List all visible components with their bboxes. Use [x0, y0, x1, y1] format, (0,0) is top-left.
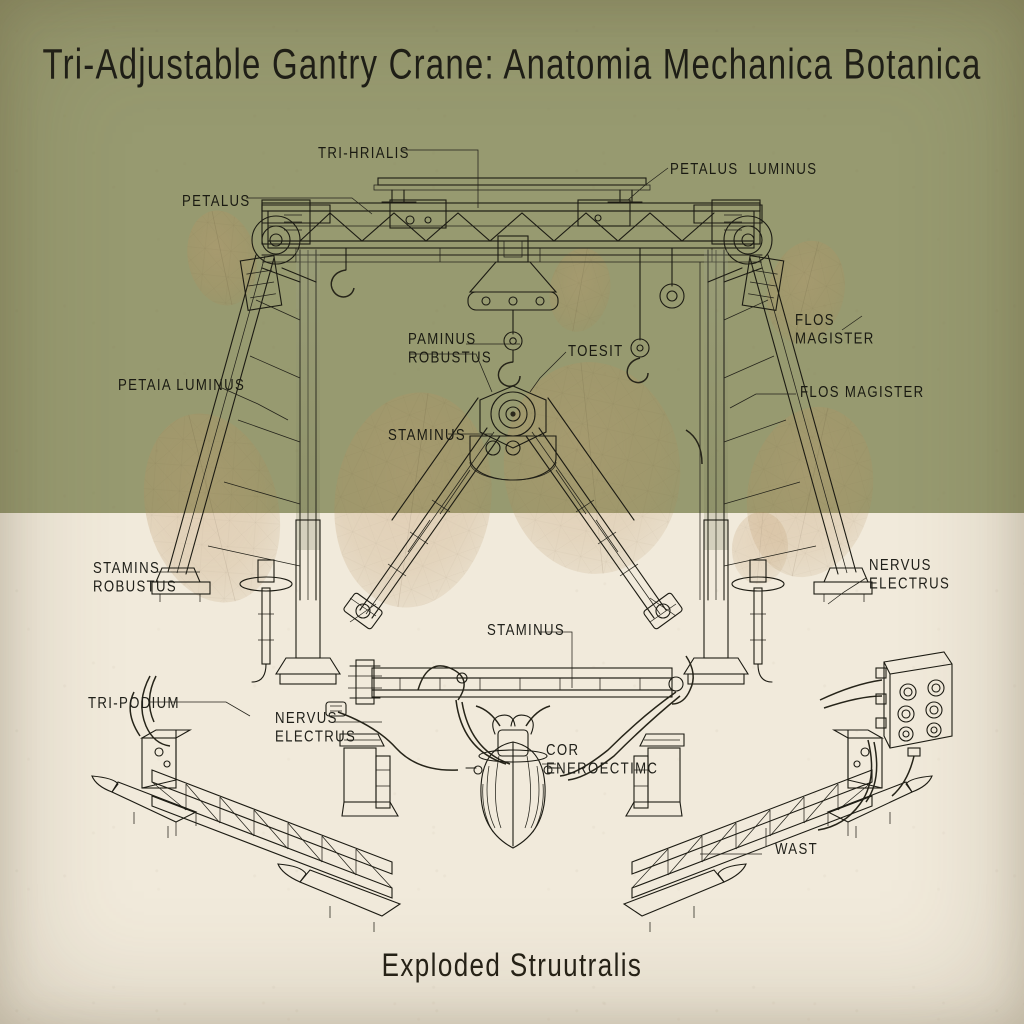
seed-pod-core	[465, 705, 561, 849]
callout-label-tri-hrialis: TRI-HRIALIS	[318, 144, 410, 162]
leaf-wash	[334, 392, 492, 608]
right-a-frame-leg	[683, 204, 873, 685]
leaf-wash	[503, 362, 681, 574]
callout-label-flos-magister-1: FLOS MAGISTER	[795, 311, 875, 347]
callout-label-nervus-electrus-2: NERVUS ELECTRUS	[275, 709, 357, 745]
callout-label-stamins-robustus: STAMINS ROBUSTUS	[93, 559, 178, 595]
callout-label-paminus-robustus: PAMINUS ROBUSTUS	[408, 330, 493, 366]
callout-label-nervus-electrus-1: NERVUS ELECTRUS	[869, 556, 951, 592]
leaf-wash	[767, 240, 845, 344]
center-leg-foot-right	[643, 592, 683, 630]
trolley-hoist	[467, 235, 559, 351]
page-footer-caption: Exploded Struutralis	[381, 946, 643, 984]
bridge-girder-truss	[261, 177, 763, 263]
right-leg-detail	[685, 262, 725, 600]
callout-label-flos-magister-2: FLOS MAGISTER	[800, 383, 925, 401]
callout-label-toesit: TOESIT	[568, 342, 624, 360]
cross-beam-exploded	[348, 659, 684, 705]
leaf-wash	[187, 210, 257, 306]
hydraulic-post-left	[239, 559, 293, 683]
center-leg-foot-left	[343, 592, 383, 630]
callout-label-staminus-upper: STAMINUS	[388, 426, 466, 444]
callout-label-cor-eneroectimc: COR ENEROECTIMC	[546, 741, 659, 777]
leaf-wash	[549, 248, 611, 332]
sheave-right	[659, 247, 685, 309]
control-pendant-box[interactable]	[875, 651, 953, 797]
load-hook-left	[330, 247, 355, 298]
cable-harness	[141, 655, 883, 831]
callout-label-petalus-luminus: PETALUS LUMINUS	[670, 160, 818, 178]
sill-beam-right	[622, 729, 933, 932]
control-box-buttons	[897, 679, 945, 742]
sill-beam-left	[91, 691, 402, 932]
callout-label-tri-podium: TRI-PODIUM	[88, 694, 180, 712]
leader-lines	[150, 149, 867, 855]
leaf-wash	[731, 512, 789, 584]
hydraulic-post-right	[731, 559, 785, 683]
leaf-wash	[143, 413, 281, 603]
load-hook-right	[626, 247, 650, 384]
callout-label-staminus-lower: STAMINUS	[487, 621, 565, 639]
callout-label-wast: WAST	[775, 840, 819, 858]
paper-ground-lower	[0, 513, 1024, 1024]
callout-label-petalus: PETALUS	[182, 192, 251, 210]
page-title: Tri-Adjustable Gantry Crane: Anatomia Me…	[42, 40, 982, 88]
callout-label-petaia-luminus: PETAIA LUMINUS	[118, 376, 246, 394]
center-a-frame-leg	[343, 385, 683, 630]
runway-rail	[373, 177, 651, 203]
left-a-frame-leg	[151, 204, 341, 685]
load-hook-center	[497, 349, 521, 387]
